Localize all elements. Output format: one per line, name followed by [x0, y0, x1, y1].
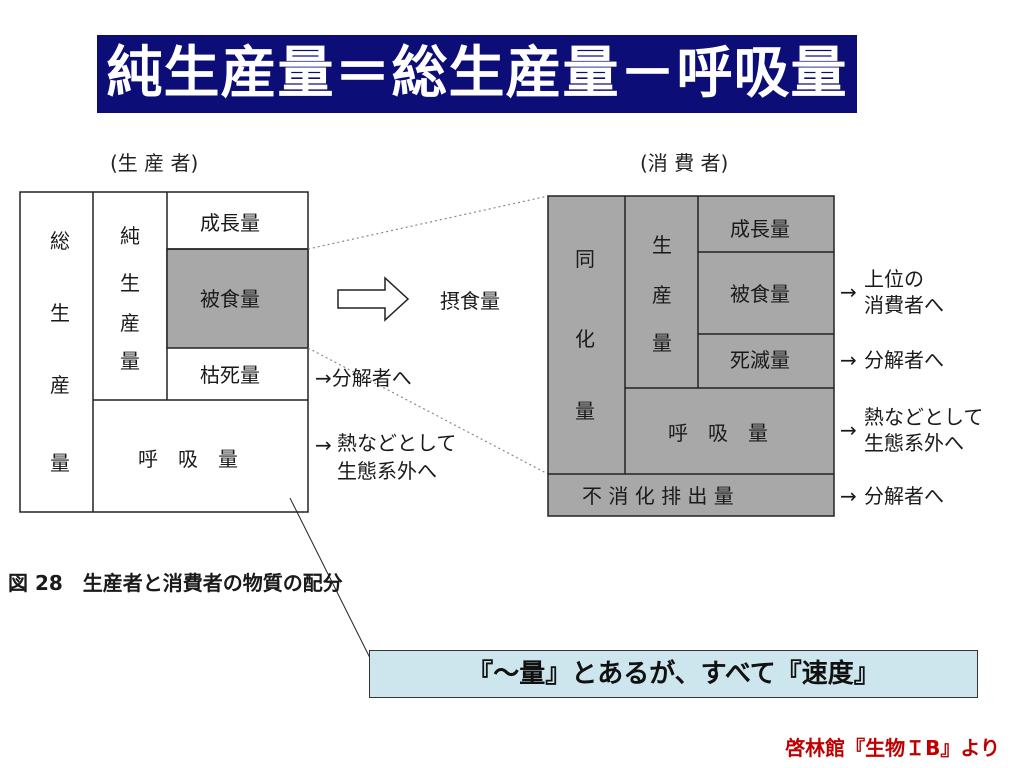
producer-to-decomposer: →分解者へ — [315, 366, 412, 390]
producer-respiration-label: 呼 吸 量 — [138, 447, 238, 471]
consumer-to-higher-line1: 上位の — [864, 267, 924, 291]
consumer-arrow-glyph: → — [840, 280, 857, 304]
producer-growth-label: 成長量 — [200, 211, 260, 235]
producer-gross-char: 生 — [50, 301, 70, 325]
source-credit: 啓林館『生物ＩB』より — [785, 736, 1000, 760]
consumer-prod-char: 産 — [652, 283, 672, 307]
producer-gross-char: 総 — [50, 229, 70, 253]
producer-net-char: 産 — [120, 311, 140, 335]
consumer-heat-line2: 生態系外へ — [864, 431, 964, 455]
consumer-eaten-label: 被食量 — [730, 282, 790, 306]
consumer-arrow-glyph: → — [840, 484, 857, 508]
hollow-arrow-icon — [337, 276, 410, 322]
producer-dead-label: 枯死量 — [200, 363, 260, 387]
consumer-respiration-label: 呼 吸 量 — [668, 421, 768, 445]
producer-arrow-glyph: → — [315, 433, 332, 457]
producer-heat-line1: 熱などとして — [337, 431, 456, 455]
connector-top — [307, 195, 549, 250]
figure-caption: 図 28 生産者と消費者の物質の配分 — [8, 571, 343, 595]
intake-label: 摂食量 — [440, 289, 500, 313]
producer-net-char: 量 — [120, 349, 140, 373]
producer-header: (生 産 者) — [110, 151, 198, 175]
consumer-assim-char: 量 — [575, 399, 595, 423]
page-title: 純生産量＝総生産量－呼吸量 — [97, 35, 857, 113]
rate-note-box: 『～量』とあるが、すべて『速度』 — [369, 650, 978, 698]
consumer-to-higher-line2: 消費者へ — [864, 293, 944, 317]
consumer-assim-char: 化 — [575, 327, 595, 351]
consumer-to-decomposer: 分解者へ — [864, 348, 944, 372]
producer-net-char: 純 — [120, 224, 140, 248]
consumer-dead-label: 死滅量 — [730, 348, 790, 372]
connector-bottom — [307, 347, 549, 475]
consumer-growth-label: 成長量 — [730, 217, 790, 241]
producer-heat-line2: 生態系外へ — [337, 459, 437, 483]
consumer-prod-char: 生 — [652, 233, 672, 257]
consumer-arrow-glyph: → — [840, 418, 857, 442]
consumer-header: (消 費 者) — [640, 151, 728, 175]
consumer-arrow-glyph: → — [840, 348, 857, 372]
consumer-heat-line1: 熱などとして — [864, 405, 983, 429]
producer-gross-char: 量 — [50, 451, 70, 475]
consumer-assim-char: 同 — [575, 247, 595, 271]
producer-eaten-label: 被食量 — [200, 287, 260, 311]
producer-outer-box — [19, 191, 309, 513]
consumer-outer-box — [547, 195, 835, 517]
consumer-prod-char: 量 — [652, 331, 672, 355]
consumer-to-decomposer2: 分解者へ — [864, 484, 944, 508]
producer-net-char: 生 — [120, 271, 140, 295]
consumer-egested-label: 不 消 化 排 出 量 — [582, 484, 734, 508]
producer-gross-char: 産 — [50, 373, 70, 397]
pointer-line — [289, 497, 371, 659]
